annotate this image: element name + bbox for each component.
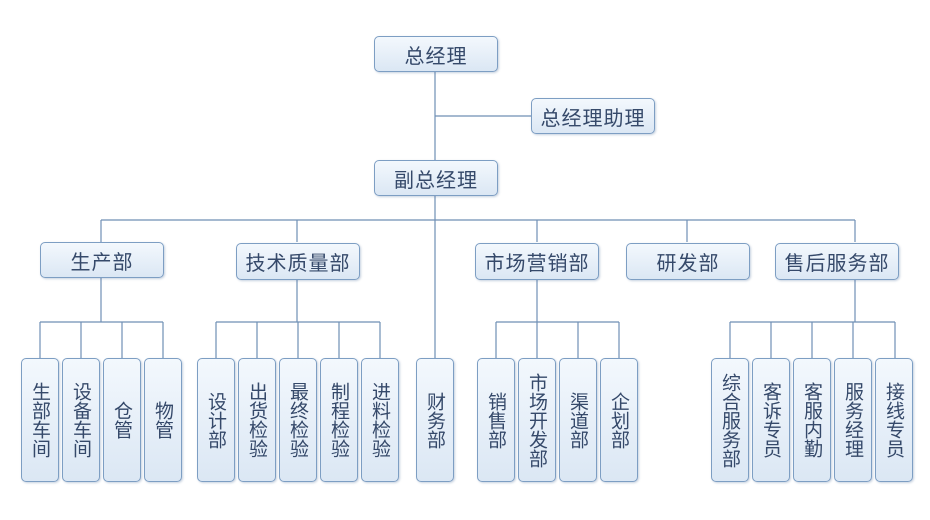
node-equipment-workshop: 设备车间	[62, 358, 100, 482]
node-gm-assistant: 总经理助理	[531, 98, 655, 134]
node-rnd-dept: 研发部	[626, 243, 750, 280]
node-finance-dept: 财务部	[416, 358, 454, 482]
node-channel-dept: 渠道部	[559, 358, 597, 482]
node-outgoing-inspection: 出货检验	[238, 358, 276, 482]
node-sales-dept: 销售部	[477, 358, 515, 482]
node-material-mgmt: 物管	[144, 358, 182, 482]
node-general-service: 综合服务部	[711, 358, 749, 482]
node-incoming-inspection: 进料检验	[361, 358, 399, 482]
node-warehouse-mgmt: 仓管	[103, 358, 141, 482]
node-general-manager: 总经理	[374, 36, 498, 72]
node-design-dept: 设计部	[197, 358, 235, 482]
node-production-dept: 生产部	[40, 242, 164, 278]
node-market-development: 市场开发部	[518, 358, 556, 482]
node-planning-dept: 企划部	[600, 358, 638, 482]
node-hotline-specialist: 接线专员	[875, 358, 913, 482]
node-marketing-dept: 市场营销部	[475, 243, 599, 280]
node-process-inspection: 制程检验	[320, 358, 358, 482]
node-complaint-specialist: 客诉专员	[752, 358, 790, 482]
node-service-office: 客服内勤	[793, 358, 831, 482]
node-after-sales-dept: 售后服务部	[775, 243, 899, 280]
node-service-manager: 服务经理	[834, 358, 872, 482]
node-tech-quality-dept: 技术质量部	[236, 243, 360, 280]
node-final-inspection: 最终检验	[279, 358, 317, 482]
node-production-workshop: 生部车间	[21, 358, 59, 482]
node-deputy-gm: 副总经理	[374, 160, 498, 196]
